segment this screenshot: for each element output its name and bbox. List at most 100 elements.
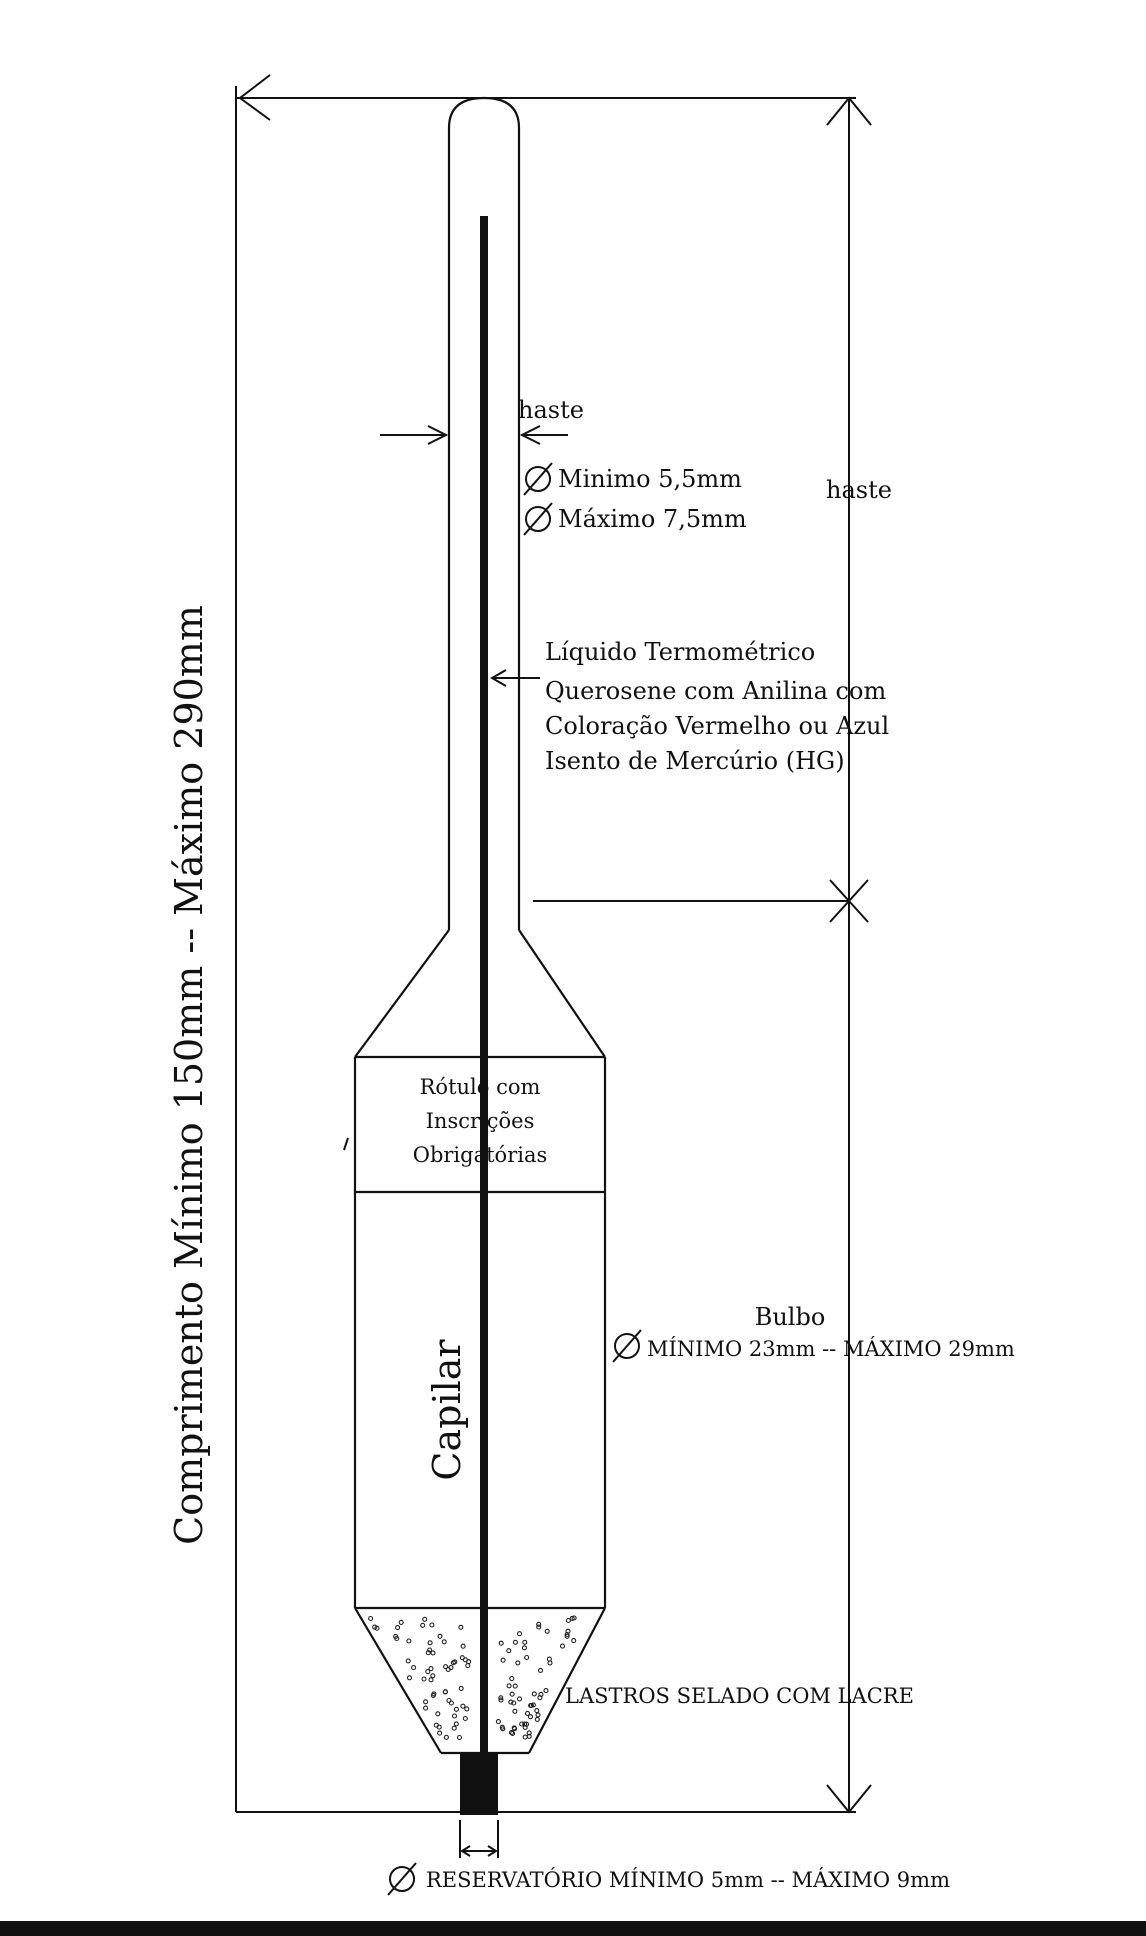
label-text-3: Obrigatórias <box>413 1143 548 1167</box>
ballast-dot <box>498 1695 504 1701</box>
stem-label-right: haste <box>826 476 892 504</box>
ballast-dot <box>565 1628 571 1634</box>
reservoir-dimension <box>459 1820 499 1858</box>
ballast-dot <box>512 1639 518 1645</box>
ballast-dot <box>526 1730 532 1736</box>
ballast-dot <box>565 1617 571 1624</box>
ballast-dot <box>460 1643 466 1649</box>
ballast-dot <box>437 1633 443 1639</box>
ballast-dot <box>427 1640 433 1646</box>
ballast-dot <box>411 1665 417 1671</box>
ballast-dot <box>498 1697 504 1703</box>
label-text-2: Inscrições <box>426 1109 535 1133</box>
diameter-symbol-max <box>523 502 553 536</box>
ballast-dot <box>509 1676 515 1682</box>
ballast-dot <box>535 1712 541 1718</box>
ballast-dot <box>528 1702 535 1709</box>
ballast-dot <box>499 1724 505 1730</box>
ballast-dot <box>516 1631 523 1637</box>
ballast-dot <box>428 1666 434 1672</box>
reservoir <box>460 1753 498 1815</box>
stem-diameter-arrows <box>380 425 568 445</box>
label-text-1: Rótulo com <box>420 1075 541 1099</box>
ballast-dot <box>508 1699 514 1705</box>
ballast-dot <box>571 1638 577 1644</box>
ballast-dot <box>422 1616 428 1622</box>
reservoir-label: RESERVATÓRIO MÍNIMO 5mm -- MÁXIMO 9mm <box>426 1867 950 1892</box>
ballast-dot <box>534 1716 540 1722</box>
ballast-dot <box>524 1654 530 1661</box>
ballast-dot <box>430 1673 436 1679</box>
ballast-dot <box>546 1656 552 1662</box>
ballast-label: LASTROS SELADO COM LACRE <box>565 1684 914 1708</box>
ballast-dot <box>522 1721 528 1727</box>
ballast-dot <box>498 1640 504 1646</box>
ballast-dot <box>435 1711 441 1717</box>
ballast-dot <box>531 1691 537 1697</box>
ballast-dot <box>508 1730 515 1736</box>
stem-max-diameter: Máximo 7,5mm <box>558 505 747 533</box>
ballast-dot <box>423 1699 429 1705</box>
ballast-dot <box>559 1643 566 1649</box>
capillary-label: Capilar <box>425 1339 469 1481</box>
liquid-pointer <box>489 669 540 687</box>
ballast-dot <box>395 1625 401 1631</box>
ballast-dot <box>394 1635 400 1642</box>
ballast-dot <box>427 1647 433 1653</box>
ballast-dot <box>569 1615 575 1621</box>
ballast-dot <box>522 1734 528 1740</box>
ballast-dot <box>543 1688 549 1694</box>
ballast-dot <box>442 1689 448 1695</box>
ballast-dot <box>460 1703 466 1709</box>
ballast-dot <box>536 1621 542 1627</box>
ballast-dot <box>458 1624 464 1630</box>
ballast-dot <box>423 1705 429 1711</box>
ballast-dot <box>526 1733 532 1739</box>
capillary <box>480 216 488 1753</box>
length-dimension <box>235 74 856 1813</box>
ballast-dot <box>448 1665 454 1671</box>
ballast-dot <box>521 1645 528 1651</box>
ballast-dot <box>462 1657 468 1663</box>
ballast-dot <box>425 1669 431 1675</box>
ballast-dot <box>452 1659 458 1665</box>
ballast-dot <box>451 1725 457 1731</box>
ballast-dot <box>425 1650 431 1656</box>
ballast-dot <box>511 1725 517 1731</box>
ballast-dot <box>537 1667 544 1673</box>
length-label: Comprimento Mínimo 150mm -- Máximo 290mm <box>167 605 211 1545</box>
ballast-dot <box>522 1639 528 1645</box>
ballast-dot <box>374 1625 380 1631</box>
ballast-dot <box>443 1664 449 1670</box>
ballast-dot <box>456 1734 463 1741</box>
bulb-label: Bulbo <box>755 1303 826 1331</box>
ballast-dot <box>512 1683 518 1689</box>
ballast-dot <box>524 1710 531 1716</box>
ballast-dot <box>515 1660 521 1666</box>
ballast-dot <box>443 1734 449 1740</box>
ballast-dot <box>451 1713 458 1719</box>
right-dimension <box>500 96 872 1814</box>
ballast-dot <box>446 1697 452 1704</box>
ballast-dot <box>368 1615 374 1622</box>
diameter-symbol-reservoir <box>387 1862 417 1896</box>
stray-mark <box>343 1137 349 1151</box>
ballast-dot <box>519 1721 525 1727</box>
ballast-dot <box>406 1675 413 1681</box>
bottom-edge-bar <box>0 1921 1146 1936</box>
diameter-symbol-bulb <box>612 1329 642 1363</box>
ballast-dot <box>534 1708 540 1714</box>
ballast-dot <box>430 1650 436 1656</box>
ballast-dot <box>509 1691 515 1697</box>
ballast-dot <box>516 1696 523 1702</box>
stem-min-diameter: Minimo 5,5mm <box>558 465 742 493</box>
ballast-dot <box>437 1730 443 1736</box>
ballast-dots <box>368 1615 577 1741</box>
liquid-line-1: Líquido Termométrico <box>545 638 815 666</box>
ballast-dot <box>430 1692 436 1698</box>
ballast-dot <box>506 1683 512 1689</box>
ballast-dot <box>406 1638 412 1644</box>
ballast-dot <box>512 1708 518 1714</box>
ballast-dot <box>405 1658 411 1664</box>
